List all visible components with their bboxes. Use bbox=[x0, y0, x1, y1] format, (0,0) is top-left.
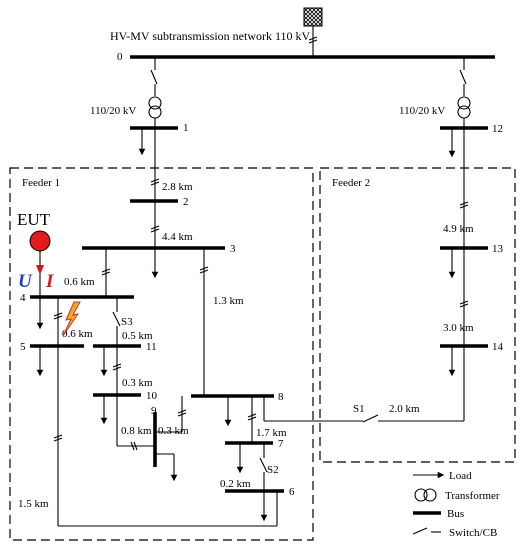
switch-label-s3: S3 bbox=[121, 316, 133, 328]
switch-s2 bbox=[259, 457, 268, 473]
line-label-3-4: 0.6 km bbox=[64, 276, 95, 288]
bus-label-8: 8 bbox=[278, 391, 284, 403]
line-label-8-14: 2.0 km bbox=[389, 403, 420, 415]
bus-label-4: 4 bbox=[20, 292, 26, 304]
line-label-8-7: 1.7 km bbox=[256, 427, 287, 439]
legend-switch: Switch/CB bbox=[449, 527, 497, 539]
line-label-5-6: 1.5 km bbox=[18, 498, 49, 510]
eut-label: EUT bbox=[17, 210, 51, 229]
feeder-1-box bbox=[9, 167, 314, 541]
bus-label-11: 11 bbox=[146, 341, 157, 353]
transformer-icon-left bbox=[148, 96, 162, 110]
eut-current-label: I bbox=[45, 271, 54, 292]
line-label-10-9: 0.8 km bbox=[121, 425, 152, 437]
switch-s3 bbox=[112, 311, 121, 327]
legend-load: Load bbox=[449, 470, 472, 482]
switch-s1 bbox=[362, 414, 379, 423]
legend-bus: Bus bbox=[447, 508, 464, 520]
line-label-11-10: 0.3 km bbox=[122, 377, 153, 389]
bus-label-14: 14 bbox=[492, 341, 504, 353]
line-label-12-13: 4.9 km bbox=[443, 223, 474, 235]
transformer-icon-right bbox=[457, 96, 471, 110]
line-label-9-8: 0.3 km bbox=[158, 425, 189, 437]
switch-hv-left bbox=[150, 69, 158, 85]
line-label-4-11: 0.5 km bbox=[122, 330, 153, 342]
transformer-label-right: 110/20 kV bbox=[399, 105, 445, 117]
feeder-1-label: Feeder 1 bbox=[22, 177, 60, 189]
line-label-4-5: 0.6 km bbox=[62, 328, 93, 340]
legend-switch-icon bbox=[412, 527, 428, 535]
bus-label-7: 7 bbox=[278, 438, 284, 450]
switch-label-s1: S1 bbox=[353, 403, 365, 415]
legend-transformer-icon bbox=[414, 488, 428, 502]
bus-label-0: 0 bbox=[117, 51, 123, 63]
line-label-3-8: 1.3 km bbox=[213, 295, 244, 307]
legend-transformer: Transformer bbox=[445, 490, 500, 502]
bus-label-10: 10 bbox=[146, 390, 158, 402]
bus-label-5: 5 bbox=[20, 341, 26, 353]
grid-source-icon bbox=[303, 7, 323, 27]
line-label-7-6: 0.2 km bbox=[220, 478, 251, 490]
transformer-label-left: 110/20 kV bbox=[90, 105, 136, 117]
eut-current-arrow bbox=[36, 265, 44, 275]
fault-icon bbox=[62, 301, 81, 337]
eut-icon bbox=[29, 230, 51, 252]
eut-voltage-label: U bbox=[18, 271, 33, 292]
bus-label-3: 3 bbox=[230, 243, 236, 255]
feeder-2-label: Feeder 2 bbox=[332, 177, 370, 189]
bus-label-9: 9 bbox=[151, 405, 157, 417]
line-label-2-3: 4.4 km bbox=[162, 231, 193, 243]
legend: Load Transformer Bus Switch/CB bbox=[412, 470, 500, 539]
line-label-1-2: 2.8 km bbox=[162, 181, 193, 193]
bus-label-2: 2 bbox=[183, 196, 189, 208]
switch-label-s2: S2 bbox=[267, 464, 279, 476]
bus-label-1: 1 bbox=[183, 122, 189, 134]
line-label-13-14: 3.0 km bbox=[443, 322, 474, 334]
network-title: HV-MV subtransmission network 110 kV bbox=[110, 29, 311, 43]
feeder-2-box bbox=[319, 167, 516, 463]
bus-label-12: 12 bbox=[492, 123, 503, 135]
switch-hv-right bbox=[459, 69, 467, 85]
bus-label-6: 6 bbox=[289, 486, 295, 498]
bus-label-13: 13 bbox=[492, 243, 504, 255]
